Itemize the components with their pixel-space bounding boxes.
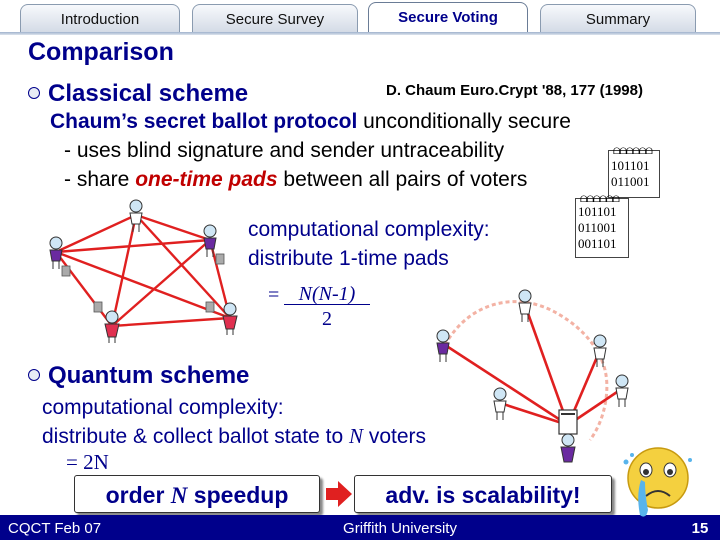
one-time-pad-large: ᗝᗝᗝᗝᗝᗝ 101101 011001 001101 [575,194,629,258]
speedup-var: N [170,483,188,508]
footer-page-number: 15 [680,515,720,540]
pad-line: 001101 [578,236,617,251]
speedup-box: order N speedup [74,475,320,513]
desc-pre: distribute & collect ballot state to [42,425,349,448]
tab-bar-line [0,32,720,35]
classical-label: Classical scheme [48,80,249,107]
line3-post: between all pairs of voters [277,168,528,191]
formula-denominator: 2 [322,308,332,330]
classical-line3: - share one-time pads between all pairs … [64,168,527,192]
scalability-box: adv. is scalability! [354,475,612,513]
quantum-complexity-label: computational complexity: [42,396,284,419]
pad-line: 101101 [611,158,650,173]
footer-date: CQCT Feb 07 [0,515,120,540]
speedup-rest: speedup [187,482,289,508]
quantum-bullet: Quantum scheme [28,362,249,390]
tab-introduction[interactable]: Introduction [20,4,180,32]
pad-line: 101101 [578,204,617,219]
quantum-network [443,300,621,463]
pad-line: 011001 [611,174,650,189]
classical-complexity-label: computational complexity: [248,218,490,241]
footer-university: Griffith University [120,515,680,540]
secret-ballot-label: Chaum’s secret ballot protocol [50,110,358,133]
spiral-binding-icon: ᗝᗝᗝᗝᗝᗝ [580,194,620,204]
one-time-pad-small: ᗝᗝᗝᗝᗝᗝ 101101 011001 [608,146,660,198]
quantum-formula: = 2N [66,450,109,474]
tab-summary[interactable]: Summary [540,4,696,32]
ballot-box-icon [61,253,225,313]
desc-post: voters [363,425,427,448]
classical-line1: Chaum’s secret ballot protocol unconditi… [50,110,571,134]
formula-equals: = [268,284,280,306]
classical-bullet: Classical scheme [28,80,248,108]
bullet-dot-icon [28,368,40,381]
tab-secure-survey[interactable]: Secure Survey [192,4,358,32]
classical-complexity-desc: distribute 1-time pads [248,247,449,270]
citation: D. Chaum Euro.Crypt '88, 177 (1998) [386,82,643,99]
classical-line2: - uses blind signature and sender untrac… [64,139,505,162]
quantum-label: Quantum scheme [48,362,250,389]
crying-face-icon [623,447,692,517]
quantum-complexity-desc: distribute & collect ballot state to N v… [42,424,426,449]
pad-line: 011001 [578,220,617,235]
spiral-binding-icon: ᗝᗝᗝᗝᗝᗝ [613,146,653,156]
arrow-right-icon [326,481,352,507]
speedup-order: order [105,482,171,508]
formula-numerator: N(N-1) [284,284,370,305]
one-time-pads-label: one-time pads [135,168,278,191]
bullet-dot-icon [28,86,40,99]
tab-secure-voting[interactable]: Secure Voting [368,2,528,34]
line3-pre: - share [64,168,136,191]
page-title: Comparison [28,38,174,66]
secure-label: unconditionally secure [357,110,571,133]
desc-var: N [349,424,364,448]
